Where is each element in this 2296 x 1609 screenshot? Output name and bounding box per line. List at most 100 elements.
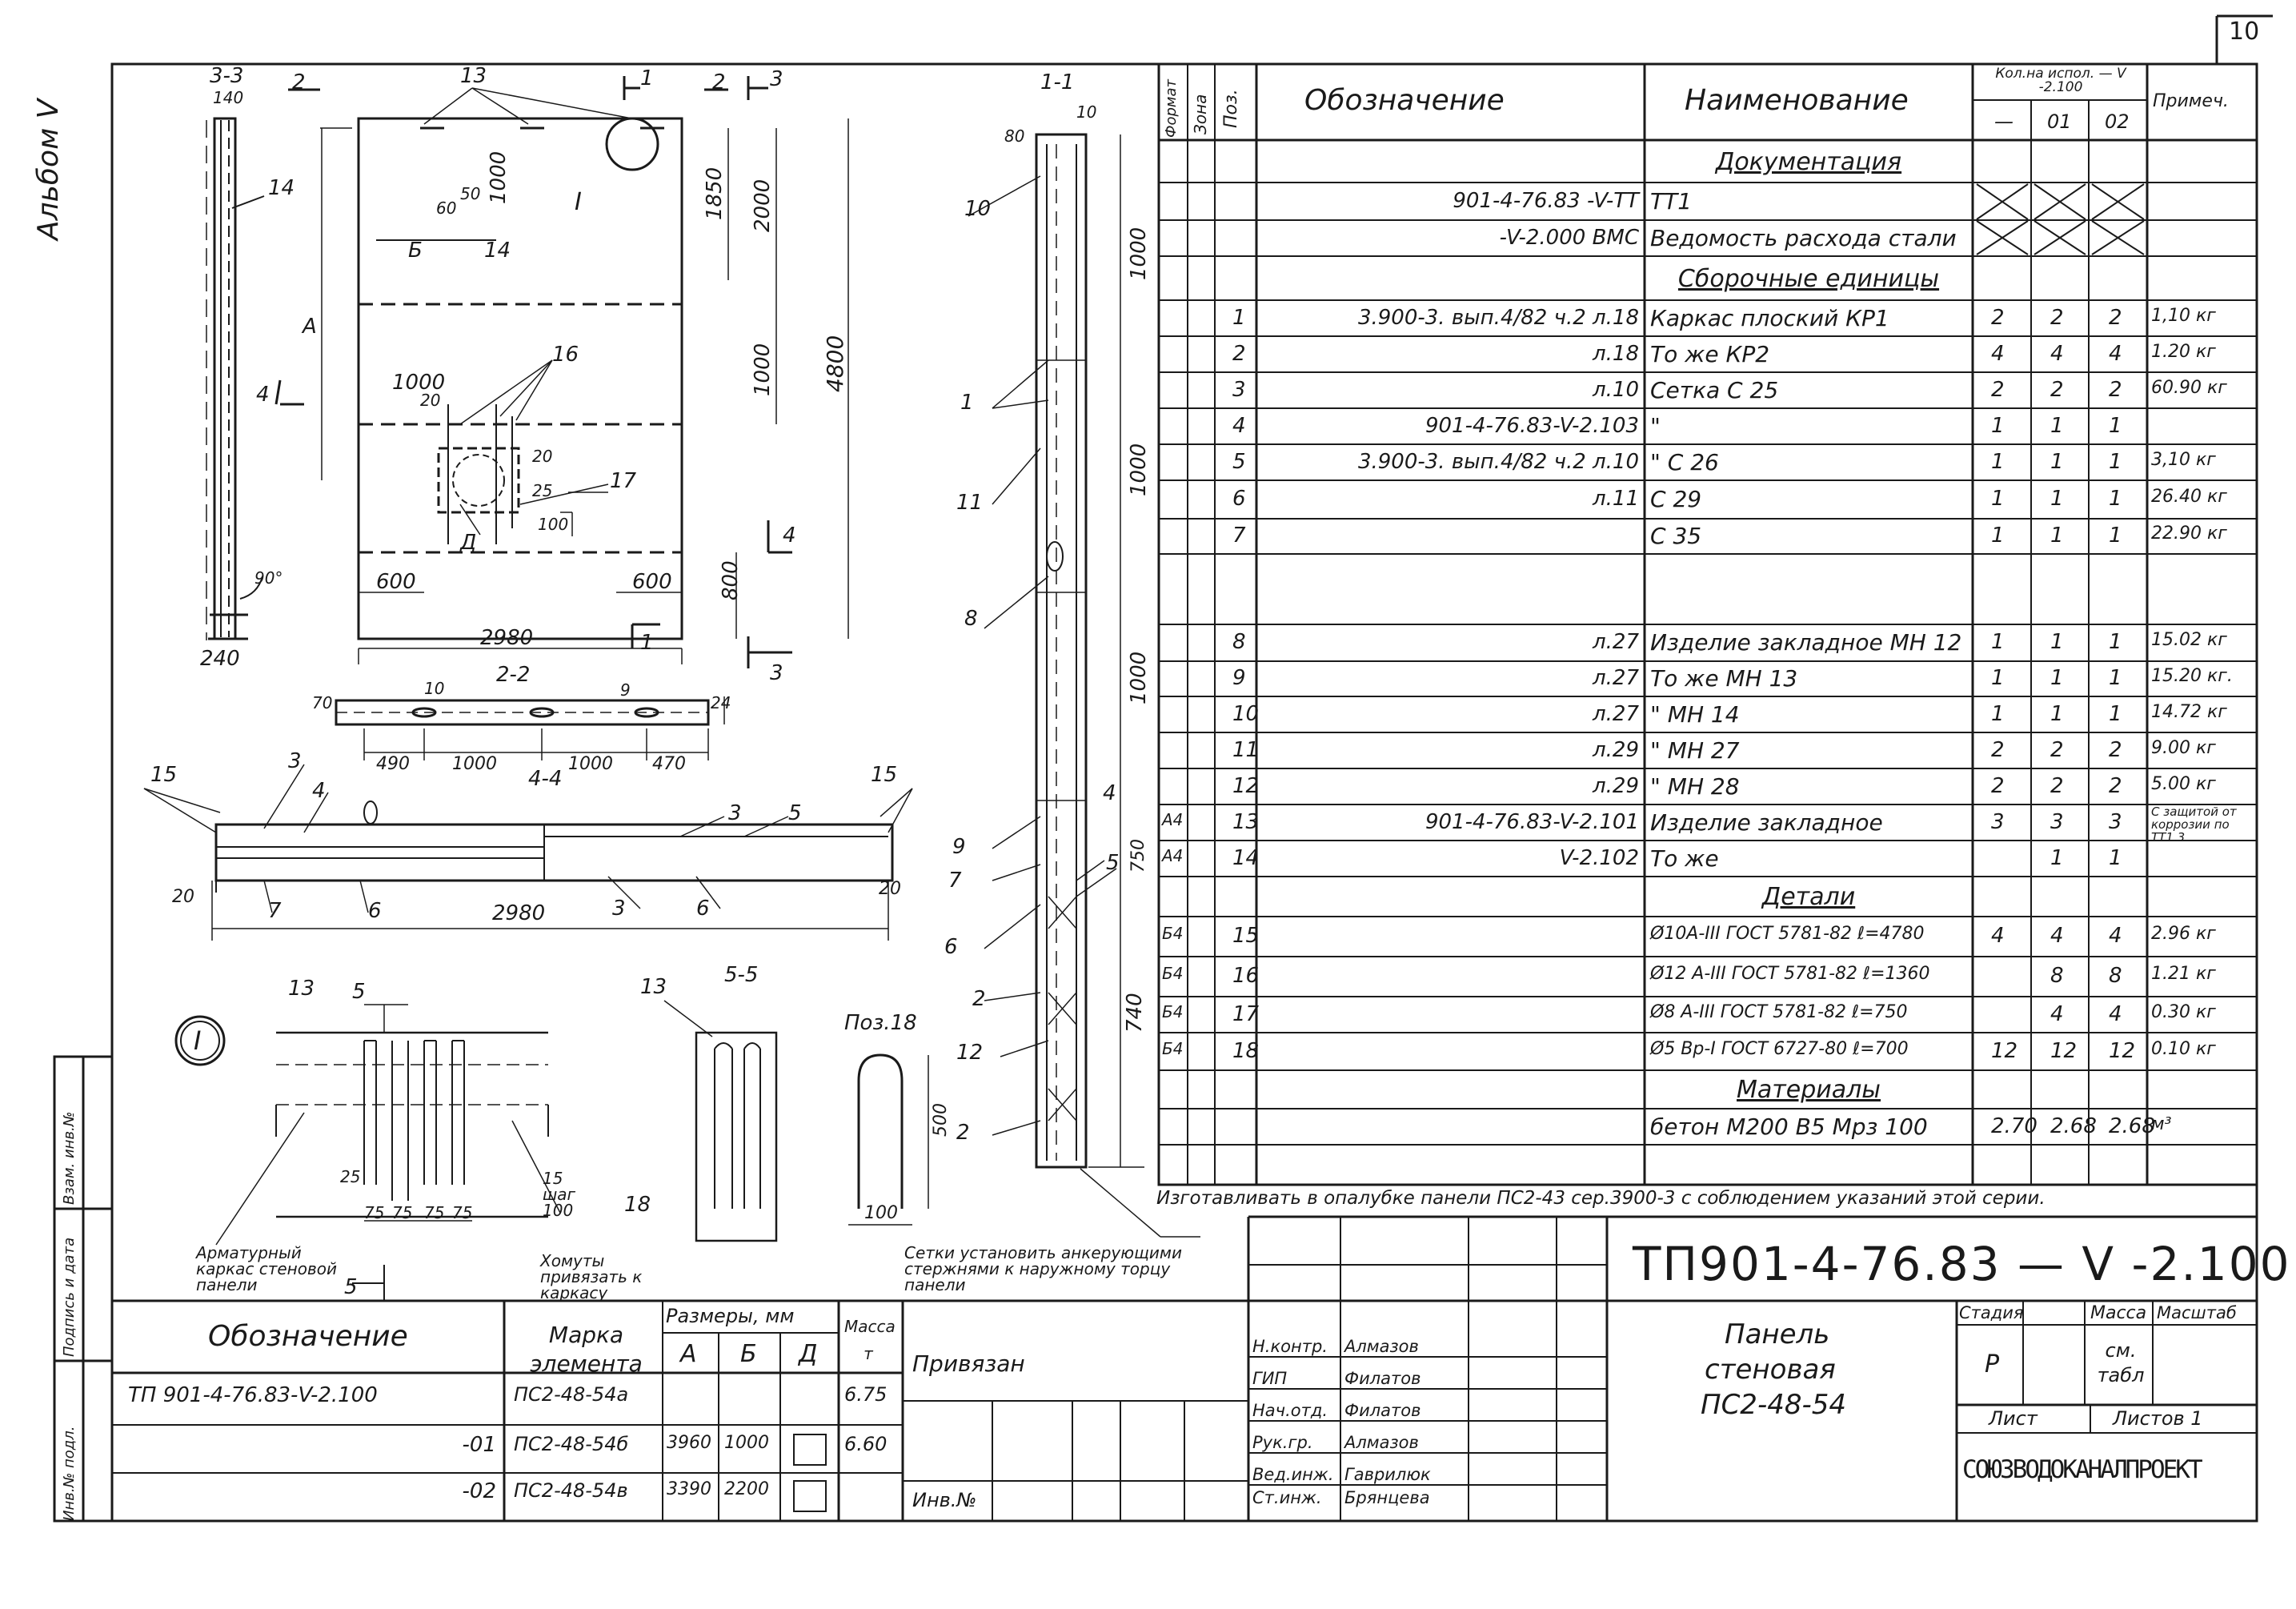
- spec-cell-pos: 2: [1232, 341, 1246, 366]
- signature-name: Филатов: [1344, 1401, 1421, 1420]
- spec-cell-pos: 10: [1232, 701, 1260, 726]
- marks-header-mass: Масса т: [844, 1317, 896, 1363]
- spec-cell-name: С 35: [1650, 523, 1702, 549]
- marks-header-b: Б: [740, 1340, 757, 1368]
- cut-4: 4: [256, 383, 270, 407]
- spec-cell-q0: 12: [1991, 1038, 2018, 1063]
- marks-cell-mass: 6.60: [844, 1433, 888, 1455]
- spec-cell-designation: 901-4-76.83-V-2.101: [1424, 809, 1639, 834]
- spec-cross-marks: [1976, 183, 2145, 255]
- spec-cell-q0: 1: [1991, 666, 2005, 690]
- spec-cell-q1: 2: [2050, 305, 2064, 330]
- spec-cell-designation: V-2.102: [1559, 845, 1639, 870]
- spec-cell-note: С защитой от коррозии по ТТ1.3: [2151, 804, 2237, 845]
- spec-cell-pos: 8: [1232, 630, 1246, 654]
- pos-8: 8: [964, 607, 978, 631]
- spec-cell-q1: 2: [2050, 773, 2064, 798]
- pos-3-a: 3: [288, 749, 302, 773]
- pos-9: 9: [952, 835, 966, 859]
- spec-cell-q0: 2: [1991, 377, 2005, 402]
- spec-cell-name: То же КР2: [1650, 340, 1770, 367]
- spec-header-q1: 01: [2047, 110, 2072, 133]
- spec-cell-pos: 4: [1232, 413, 1246, 438]
- spec-cell-q0: 2: [1991, 773, 2005, 798]
- spec-cell-q0: 1: [1991, 630, 2005, 654]
- spec-cell-name: ": [1650, 412, 1661, 439]
- spec-cell-name: То же МН 13: [1650, 665, 1798, 692]
- dim-490: 490: [376, 754, 410, 774]
- spec-cell-pos: 5: [1232, 449, 1246, 474]
- spec-cell-designation: л.10: [1593, 377, 1639, 402]
- spec-cell-q0: 3: [1991, 809, 2005, 834]
- spec-cell-designation: л.27: [1593, 701, 1639, 726]
- spec-cell-q1: 2: [2050, 737, 2064, 762]
- pos-4-v: 4: [1103, 781, 1116, 805]
- spec-cell-note: 1.20 кг: [2151, 341, 2216, 362]
- section-3-3-title: 3-3: [210, 64, 244, 88]
- pos-18-node: 18: [624, 1193, 651, 1217]
- marks-header-d: Д: [799, 1340, 818, 1368]
- spec-cell-q2: 1: [2109, 845, 2122, 870]
- spec-cell-note: 60.90 кг: [2151, 377, 2227, 398]
- dim-800: 800: [719, 560, 743, 600]
- spec-cell-q2: 4: [2109, 341, 2122, 366]
- signature-role: Нач.отд.: [1252, 1401, 1328, 1420]
- spec-cell-designation: л.27: [1593, 666, 1639, 690]
- pos-1: 1: [960, 391, 974, 415]
- spec-cell-note: 5.00 кг: [2151, 773, 2216, 794]
- mark-i-circle: I: [575, 188, 582, 216]
- spec-cell-note: 1,10 кг: [2151, 305, 2216, 326]
- pos-13-plan: 13: [460, 64, 487, 88]
- binding-label: Привязан: [912, 1350, 1025, 1377]
- spec-cell-note: 15.02 кг: [2151, 630, 2227, 650]
- spec-cell-note: 2.96 кг: [2151, 924, 2216, 944]
- spec-footnote: Изготавливать в опалубке панели ПС2-43 с…: [1156, 1188, 2046, 1209]
- spec-header-pos: Поз.: [1221, 89, 1241, 128]
- marks-cell-a: 3390: [667, 1479, 711, 1499]
- side-stamp-replace: Взам. инв.№: [61, 1111, 78, 1206]
- spec-cell-section: Детали: [1761, 883, 1856, 911]
- marks-cell-a: 3960: [667, 1433, 711, 1453]
- inv-label: Инв.№: [912, 1489, 977, 1511]
- mark-d: Д: [460, 531, 477, 555]
- spec-cell-note: м³: [2151, 1113, 2172, 1134]
- spec-cell-section: Документация: [1715, 147, 1902, 176]
- spec-cell-designation: л.29: [1593, 737, 1639, 762]
- spec-cell-designation: л.27: [1593, 630, 1639, 654]
- dim-1000-e: 1000: [568, 754, 613, 774]
- signature-name: Брянцева: [1344, 1488, 1430, 1507]
- section-4-4-drawing: [335, 696, 725, 760]
- dim-140: 140: [213, 88, 244, 107]
- pos-10: 10: [964, 197, 992, 221]
- cut-2: 2: [292, 70, 306, 94]
- dim-100-18: 100: [864, 1203, 898, 1223]
- spec-cell-section: Материалы: [1737, 1076, 1881, 1104]
- dim-2980-plan: 2980: [480, 626, 534, 650]
- section-3-3-drawing: [206, 117, 265, 640]
- spec-cell-q1: 1: [2050, 449, 2064, 474]
- spec-cell-pos: 3: [1232, 377, 1246, 402]
- spec-cell-q0: 1: [1991, 487, 2005, 511]
- dim-24: 24: [711, 693, 731, 712]
- section-5-5-title: 5-5: [724, 963, 759, 987]
- pos-5-v: 5: [1106, 851, 1120, 875]
- spec-header-zone: Зона: [1191, 94, 1210, 134]
- dim-4800: 4800: [822, 335, 848, 392]
- spec-cell-name: Изделие закладное МН 12: [1650, 629, 1962, 656]
- spec-cell-q1: 4: [2050, 924, 2064, 948]
- spec-cell-note: 22.90 кг: [2151, 524, 2227, 544]
- product-name-2: стеновая: [1705, 1354, 1836, 1386]
- scale-header: Масштаб: [2157, 1303, 2237, 1322]
- marks-cell-mark: ПС2-48-54а: [514, 1383, 629, 1406]
- spec-cell-q1: 1: [2050, 630, 2064, 654]
- spec-cell-name: Ведомость расхода стали: [1650, 224, 1957, 251]
- spec-header-designation: Обозначение: [1304, 84, 1505, 117]
- spec-cell-q0: 2.70: [1991, 1113, 2038, 1138]
- panel-longitudinal-drawing: [143, 764, 913, 941]
- spec-header-q0: —: [1994, 110, 2014, 133]
- marks-cell-b: 1000: [724, 1433, 769, 1453]
- spec-cell-q2: 1: [2109, 413, 2122, 438]
- cut-3: 3: [770, 67, 783, 91]
- spec-cell-q1: 4: [2050, 341, 2064, 366]
- spec-cell-name: Изделие закладное: [1650, 809, 1883, 836]
